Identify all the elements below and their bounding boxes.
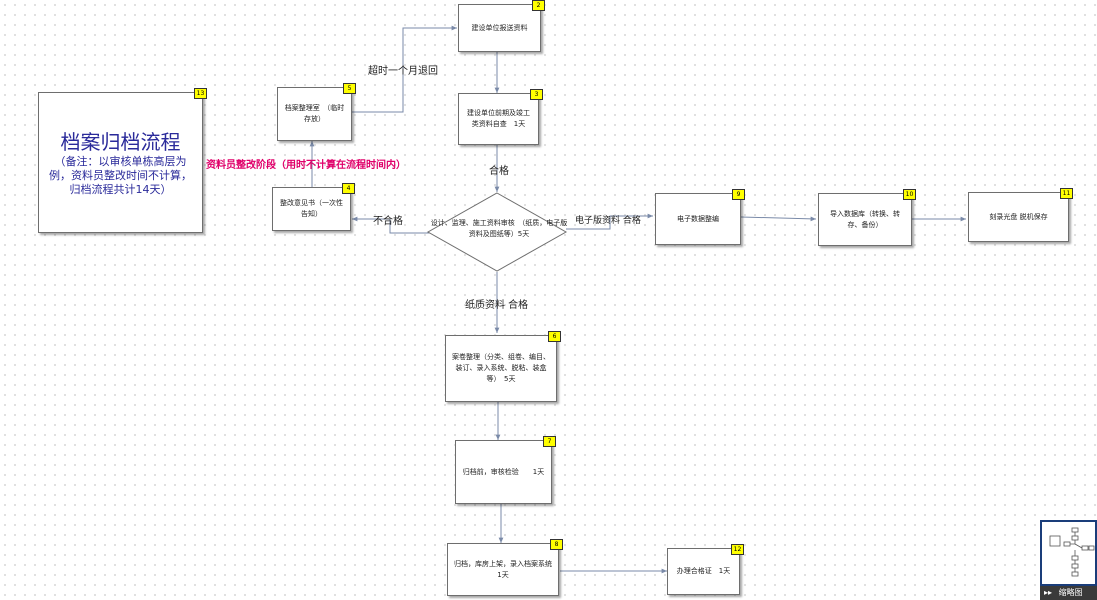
node-badge: 7 <box>543 436 556 447</box>
node-label: 建设单位报送资料 <box>471 23 528 32</box>
node-rectification-notice[interactable]: 整改意见书（一次性告知） 4 <box>272 183 355 231</box>
play-icon: ▸▸ <box>1044 588 1053 597</box>
node-badge: 10 <box>903 189 916 200</box>
minimap-label: 缩略图 <box>1058 588 1083 597</box>
node-electronic-data[interactable]: 电子数据整编 9 <box>655 189 745 245</box>
connector-9-10 <box>740 216 817 222</box>
node-badge: 11 <box>1060 188 1073 199</box>
node-badge: 9 <box>732 189 745 200</box>
node-label: 刻录光盘 脱机保存 <box>989 212 1048 221</box>
minimap-panel[interactable] <box>1040 520 1097 586</box>
node-label: 案卷整理（分类、组卷、编目、装订、录入系统、脱粘、装盒等） 5天 <box>452 353 550 383</box>
node-label: 归档前，审核检验 1天 <box>462 467 545 476</box>
node-import-database[interactable]: 导入数据库（转换、转存、备份） 10 <box>818 189 916 246</box>
node-label: 归档，库房上架，录入档案系统 1天 <box>454 559 566 579</box>
node-badge: 3 <box>530 89 543 100</box>
minimap-preview <box>1049 527 1095 577</box>
node-badge: 2 <box>532 0 545 11</box>
connector-diamond-4 <box>352 216 430 234</box>
node-archive-shelving[interactable]: 归档，库房上架，录入档案系统 1天 8 <box>447 539 566 596</box>
minimap-toggle[interactable]: ▸▸ 缩略图 <box>1040 586 1097 600</box>
node-self-check[interactable]: 建设单位前期及竣工类资料自查 1天 3 <box>458 89 543 145</box>
node-label: 建设单位前期及竣工类资料自查 1天 <box>467 109 530 128</box>
decision-diamond <box>426 192 568 272</box>
label-timeout: 超时一个月退回 <box>368 66 438 77</box>
node-badge: 5 <box>343 83 356 94</box>
title-box[interactable]: 档案归档流程 （备注：以审核单栋高层为例，资料员整改时间不计算，归档流程共计14… <box>38 88 207 233</box>
connector-5-2 <box>352 25 457 113</box>
node-certificate[interactable]: 办理合格证 1天 12 <box>667 544 744 595</box>
node-badge: 4 <box>342 183 355 194</box>
node-badge: 8 <box>550 539 563 550</box>
node-label: 办理合格证 1天 <box>676 567 731 575</box>
label-electronic-pass: 电子版资料 合格 <box>575 216 641 226</box>
node-burn-disc[interactable]: 刻录光盘 脱机保存 11 <box>968 188 1073 242</box>
node-label: 导入数据库（转换、转存、备份） <box>830 209 900 229</box>
node-archive-room[interactable]: 档案整理室 （临时存放） 5 <box>277 83 356 141</box>
node-file-organization[interactable]: 案卷整理（分类、组卷、编目、装订、录入系统、脱粘、装盒等） 5天 6 <box>445 331 561 402</box>
node-label: 电子数据整编 <box>677 214 719 223</box>
node-badge: 6 <box>548 331 561 342</box>
label-pass: 合格 <box>489 166 509 177</box>
label-rectify-stage: 资料员整改阶段（用时不计算在流程时间内） <box>206 160 406 171</box>
label-paper-pass: 纸质资料 合格 <box>465 300 529 311</box>
flow-title: 档案归档流程 <box>60 129 181 154</box>
flow-note: （备注：以审核单栋高层为例，资料员整改时间不计算，归档流程共计14天） <box>49 154 192 196</box>
connector-diamond-9 <box>566 213 653 230</box>
node-report-materials[interactable]: 建设单位报送资料 2 <box>458 0 545 52</box>
node-badge: 13 <box>194 88 207 99</box>
decision-label: 设计、监理、施工资料审核 （纸质，电子版资料及图纸等）5天 <box>430 219 568 238</box>
node-pre-archive-check[interactable]: 归档前，审核检验 1天 7 <box>455 436 556 504</box>
node-label: 档案整理室 （临时存放） <box>284 104 345 123</box>
node-label: 整改意见书（一次性告知） <box>280 199 343 218</box>
label-fail: 不合格 <box>373 216 403 227</box>
node-badge: 12 <box>731 544 744 555</box>
